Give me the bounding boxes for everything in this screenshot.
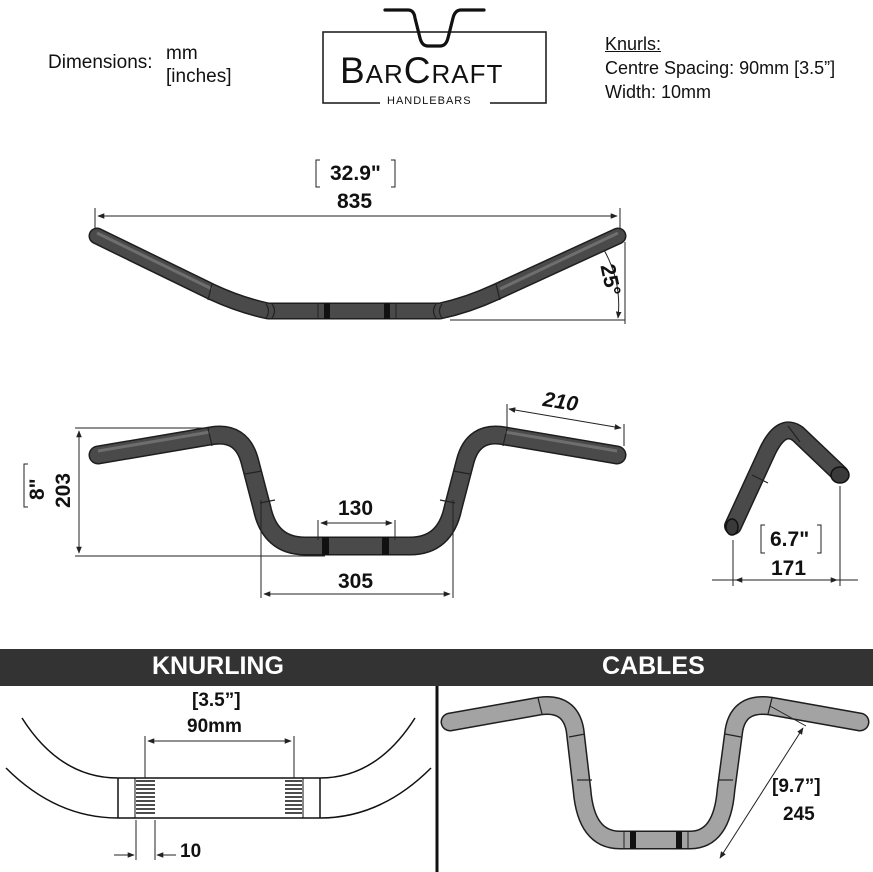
front-view-bar [88, 425, 627, 556]
unit-secondary: [inches] [166, 66, 232, 87]
knurling-spacing-inches: [3.5”] [192, 690, 241, 711]
cables-dimensions [719, 705, 807, 859]
top-width-inches: 32.9" [330, 162, 381, 185]
cable-length-mm: 245 [783, 804, 815, 825]
top-view-bar [88, 227, 627, 320]
knurling-spacing-mm: 90mm [187, 716, 242, 737]
knurling-detail [5, 717, 432, 819]
section-header-bar [0, 649, 873, 686]
cable-length-inches: [9.7”] [772, 776, 821, 797]
dimensions-label: Dimensions: [48, 52, 153, 73]
knurl-width-value: 10 [180, 841, 202, 862]
logo-brand: BarCraft [340, 50, 504, 91]
knurling-dimensions [114, 736, 295, 860]
brand-logo [322, 8, 547, 108]
top-view-dimensions [94, 159, 626, 324]
side-pullback-inches: 6.7" [770, 528, 810, 551]
knurls-spacing: Centre Spacing: 90mm [3.5”] [605, 58, 836, 78]
knurling-header: KNURLING [152, 652, 284, 680]
logo-sub: HANDLEBARS [387, 95, 472, 107]
front-rise-inches: 8" [26, 478, 49, 500]
knurls-width: Width: 10mm [605, 82, 712, 102]
side-pullback-mm: 171 [771, 557, 807, 580]
cables-header: CABLES [602, 652, 705, 680]
knurls-title: Knurls: [605, 34, 662, 54]
knurl-marks [136, 780, 302, 814]
front-center-mm: 130 [338, 497, 374, 520]
logo-handlebar-icon [383, 8, 486, 48]
front-base-mm: 305 [338, 570, 374, 593]
front-rise-mm: 203 [52, 472, 75, 508]
front-view-dimensions [23, 404, 625, 598]
side-view-bar [724, 421, 850, 536]
cables-bar [440, 696, 870, 850]
top-width-mm: 835 [337, 190, 373, 213]
unit-primary: mm [166, 43, 198, 64]
side-view-dimensions [712, 486, 858, 586]
